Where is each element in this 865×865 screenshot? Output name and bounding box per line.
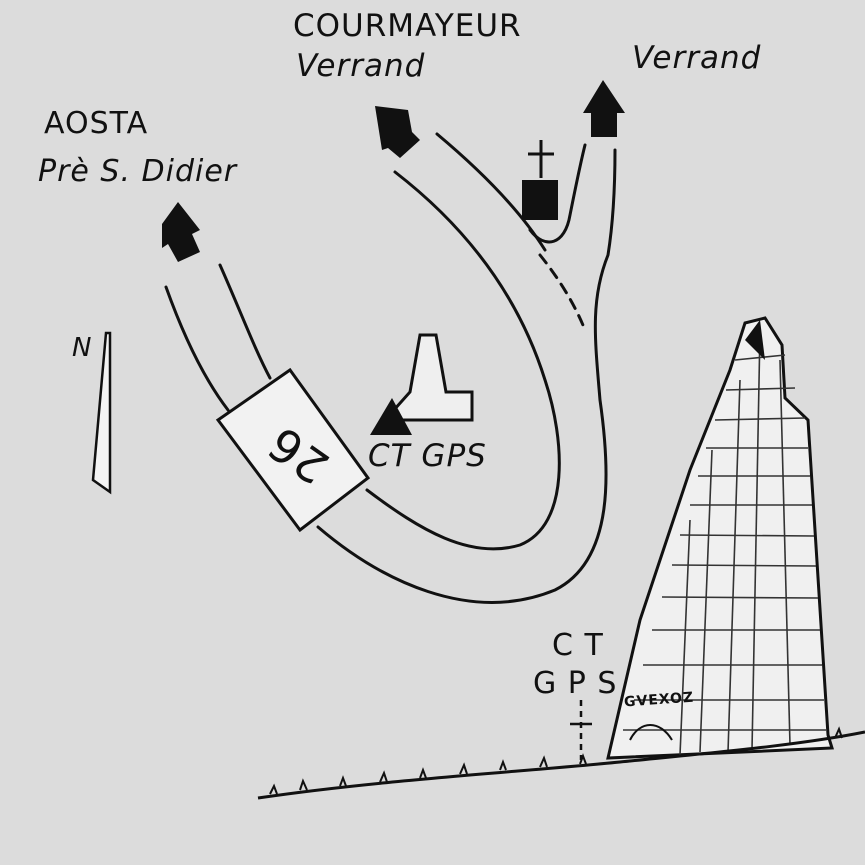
label-courmayeur: COURMAYEUR <box>293 8 522 44</box>
stone-pillar <box>606 316 835 760</box>
cross-icon <box>528 140 554 178</box>
label-verrand-right: Verrand <box>632 40 762 76</box>
label-ct-gps-road: CT GPS <box>368 438 487 474</box>
survey-marker <box>570 700 592 760</box>
label-aosta: AOSTA <box>44 106 149 141</box>
label-ct: C T <box>552 628 604 663</box>
road-number-sign <box>215 367 371 533</box>
ground-line <box>257 726 865 800</box>
road-branch-bend <box>528 143 587 244</box>
road-right-edge-upper <box>218 263 272 380</box>
label-gps: G P S <box>533 666 618 701</box>
direction-arrow-icon <box>162 202 200 262</box>
north-arrow-icon <box>91 331 112 495</box>
benchmark-triangle-icon <box>370 398 412 435</box>
road-dashed-connector <box>538 253 587 332</box>
direction-arrow-icon <box>375 106 420 158</box>
label-pre-s-didier: Prè S. Didier <box>38 154 238 189</box>
label-verrand-left: Verrand <box>296 48 426 84</box>
direction-arrow-icon <box>583 80 625 137</box>
direction-arrows <box>162 80 625 262</box>
road-inner-curve <box>365 170 561 551</box>
monument-outline <box>381 333 474 422</box>
chapel-icon <box>522 180 558 220</box>
label-north: N <box>72 333 93 363</box>
road-outer-curve <box>316 148 617 604</box>
road-left-edge-upper <box>164 285 230 412</box>
road <box>164 132 617 604</box>
